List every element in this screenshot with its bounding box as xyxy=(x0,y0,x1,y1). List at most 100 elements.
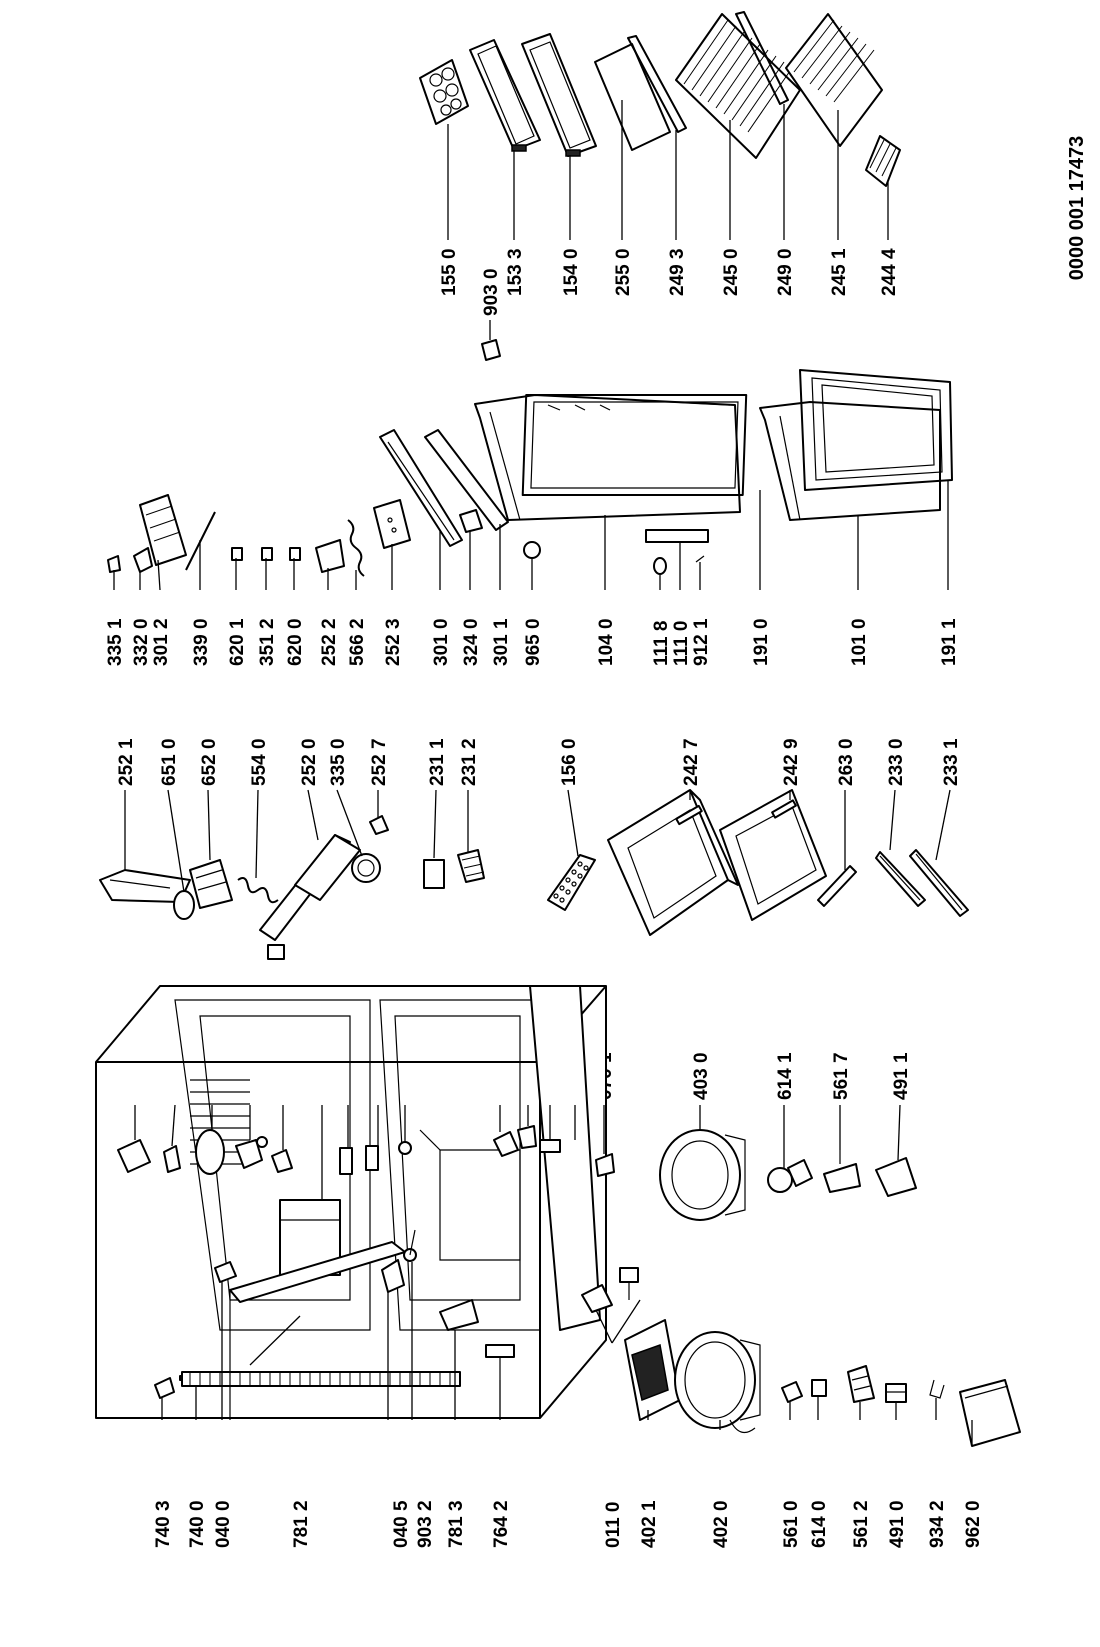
part-label: 249 3 xyxy=(667,248,688,296)
small-screw-icon xyxy=(107,555,121,573)
lamp-holder-icon xyxy=(133,547,153,573)
door-handle-lower-icon xyxy=(424,429,509,531)
part-label: 233 0 xyxy=(886,738,907,786)
part-label: 155 0 xyxy=(439,248,460,296)
drawer-rail-lower-icon xyxy=(909,849,969,917)
part-label: 249 0 xyxy=(775,248,796,296)
part-label: 245 1 xyxy=(829,248,850,296)
part-label: 402 0 xyxy=(711,1500,732,1548)
control-box-icon xyxy=(139,494,187,566)
part-label: 252 7 xyxy=(369,738,390,786)
part-label: 651 0 xyxy=(159,738,180,786)
part-label: 620 0 xyxy=(285,618,306,666)
electrical-box-icon xyxy=(624,1319,681,1421)
part-label: 231 1 xyxy=(427,738,448,786)
hinge-lower-icon xyxy=(493,1125,615,1177)
labels-column-3: 252 1 651 0 652 0 554 0 252 0 335 0 252 7 231 1… xyxy=(116,738,962,786)
part-label: 191 1 xyxy=(939,618,960,666)
part-label: 252 3 xyxy=(383,618,404,666)
door-bin-lower-icon xyxy=(521,33,597,157)
part-label: 781 3 xyxy=(446,1500,467,1548)
wire-clip-icon xyxy=(929,1379,945,1399)
part-label: 620 1 xyxy=(227,618,248,666)
part-label: 740 3 xyxy=(153,1500,174,1548)
part-label: 101 0 xyxy=(849,618,870,666)
handle-cover-icon xyxy=(315,539,345,573)
door-lower-icon xyxy=(759,401,941,521)
part-label: 231 2 xyxy=(459,738,480,786)
part-label: 652 0 xyxy=(199,738,220,786)
part-label: 244 4 xyxy=(879,248,900,296)
spring-door-icon xyxy=(347,519,365,577)
part-label: 301 2 xyxy=(151,618,172,666)
fridge-cabinet-icon xyxy=(95,985,607,1419)
thermostat-alt-icon xyxy=(823,1150,861,1193)
control-panel-icon xyxy=(259,834,361,960)
door-gasket-upper-icon xyxy=(521,394,748,496)
part-label: 491 0 xyxy=(887,1500,908,1548)
document-number: 0000 001 17473 xyxy=(1066,136,1088,281)
bracket-strip-icon xyxy=(959,1379,1021,1447)
part-label: 040 5 xyxy=(391,1500,412,1548)
part-label: 962 0 xyxy=(963,1500,984,1548)
part-label: 614 1 xyxy=(775,1052,796,1100)
screw-icon xyxy=(163,1145,181,1173)
compressor-alt-icon xyxy=(659,1129,746,1221)
door-upper-icon xyxy=(474,394,741,521)
part-label: 764 2 xyxy=(491,1500,512,1548)
foot-icon xyxy=(485,1344,515,1380)
part-label: 561 7 xyxy=(831,1052,852,1100)
small-clip-icon xyxy=(369,815,389,835)
hinge-pin-icon xyxy=(645,529,709,575)
part-label: 491 1 xyxy=(891,1052,912,1100)
part-label: 324 0 xyxy=(461,618,482,666)
part-label: 104 0 xyxy=(596,618,617,666)
foot-bracket-icon xyxy=(581,1267,639,1313)
part-label: 332 0 xyxy=(131,618,152,666)
switch-icon xyxy=(271,1149,293,1173)
door-stop-icon xyxy=(373,499,411,549)
part-label: 554 0 xyxy=(249,738,270,786)
door-hinge-upper-icon xyxy=(117,1139,151,1173)
part-label: 252 1 xyxy=(116,738,137,786)
part-label: 566 2 xyxy=(347,618,368,666)
shelf-trim-lower-icon xyxy=(735,11,789,105)
lamp-bulb-icon xyxy=(173,890,195,920)
part-label: 252 2 xyxy=(319,618,340,666)
part-label: 614 0 xyxy=(809,1500,830,1548)
bracket-small-icon xyxy=(459,509,483,533)
hinge-icon xyxy=(154,1229,479,1399)
lamp-cover-small-icon xyxy=(423,859,445,889)
part-label: 255 0 xyxy=(613,248,634,296)
part-label: 903 2 xyxy=(415,1500,436,1548)
part-label: 335 0 xyxy=(328,738,349,786)
egg-tray-icon xyxy=(547,854,596,911)
rail-strip-icon xyxy=(817,865,857,907)
part-label: 339 0 xyxy=(191,618,212,666)
thermostat-icon xyxy=(847,1365,875,1403)
part-label: 154 0 xyxy=(561,248,582,296)
shelf-trim-icon xyxy=(627,35,687,133)
part-label: 040 0 xyxy=(213,1500,234,1548)
part-label: 252 0 xyxy=(299,738,320,786)
part-label: 561 0 xyxy=(781,1500,802,1548)
part-label: 903 0 xyxy=(481,268,502,316)
crisper-drawer-upper-icon xyxy=(607,789,739,936)
knob-icon xyxy=(351,853,381,883)
part-label: 156 0 xyxy=(559,738,580,786)
wire-shelf-lower-icon xyxy=(785,13,883,147)
part-label: 781 2 xyxy=(291,1500,312,1548)
vent-grille-icon xyxy=(457,849,485,883)
relay-alt-icon xyxy=(767,1159,813,1193)
switch-button-icon xyxy=(231,547,301,561)
part-label: 111 0 xyxy=(671,621,692,666)
part-label: 912 1 xyxy=(691,618,712,666)
part-label: 740 0 xyxy=(187,1500,208,1548)
part-label: 965 0 xyxy=(523,618,544,666)
lamp-cover-icon xyxy=(195,1129,225,1175)
small-shelf-icon xyxy=(865,135,901,187)
compressor-icon xyxy=(674,1331,761,1434)
hinge-mid-icon xyxy=(339,1141,412,1175)
